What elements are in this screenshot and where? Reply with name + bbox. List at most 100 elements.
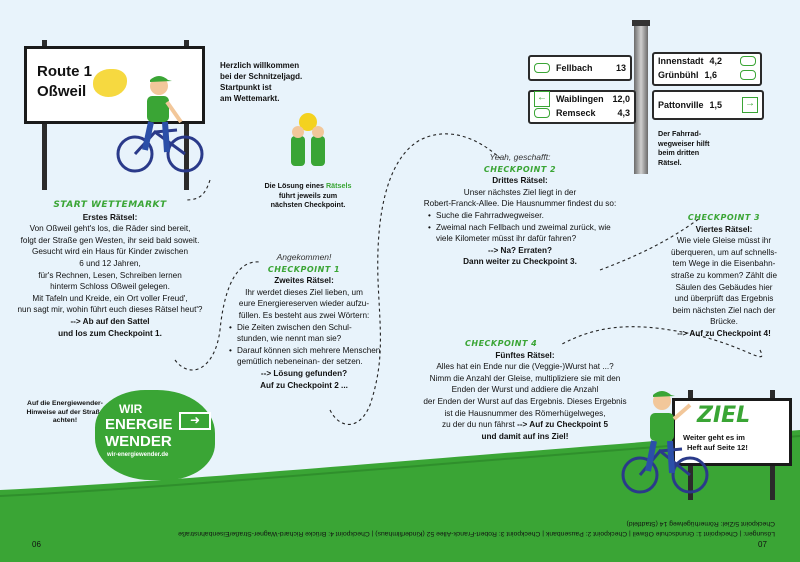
arrow-right-icon: ➜ [179, 412, 211, 430]
riddle-cta: und los zum Checkpoint 1. [58, 328, 162, 338]
riddle-line: überqueren, um auf schnells- [670, 247, 778, 257]
yellow-splash [93, 69, 127, 97]
riddle-cta: Dann weiter zu Checkpoint 3. [463, 257, 577, 267]
welcome-line: bei der Schnitzeljagd. [220, 72, 303, 81]
checkpoint-label: Checkpoint 4 [465, 339, 538, 348]
riddle-line: Gesucht wird ein Haus für Kinder zwische… [31, 247, 189, 257]
energiewender-logo: WIR ENERGIE WENDER wir-energiewender.de … [95, 390, 215, 480]
riddle-line: Brücke. [710, 317, 738, 327]
riddle-cta: --> Auf zu Checkpoint 4! [677, 328, 771, 338]
riddle-line: Mit Tafeln und Kreide, ein Ort voller Fr… [32, 293, 188, 303]
signpost-cap [632, 20, 650, 26]
bike-icon [740, 70, 756, 80]
riddle-bullet: Die Zeiten zwischen den Schul- stunden, … [229, 322, 383, 345]
riddle-bullet: Suche die Fahrradwegweiser. [428, 210, 620, 222]
riddle-title: Erstes Rätsel: [82, 212, 138, 222]
signpost-place: Fellbach [556, 63, 593, 73]
signpost-caption: Der Fahrrad- wegweiser hilft beim dritte… [658, 129, 710, 167]
signpost-km: 4,2 [709, 56, 723, 66]
signpost-sign-waiblingen: ← Waiblingen 12,0 Remseck 4,3 [528, 90, 636, 124]
checkpoint-label: Checkpoint 1 [267, 264, 341, 274]
riddle-bullet: Zweimal nach Fellbach und zweimal zurück… [428, 222, 620, 245]
bike-icon [534, 63, 550, 73]
logo-line-2: ENERGIE [105, 416, 173, 433]
riddle-title: Zweites Rätsel: [274, 276, 334, 286]
handwritten-note: Yeah, geschafft: [489, 152, 551, 162]
solution-note: Die Lösung eines Rätsels führt jeweils z… [258, 181, 358, 210]
riddle-title: Fünftes Rätsel: [495, 350, 555, 360]
riddle-line: zu der du nun fährst [441, 420, 518, 430]
signpost-place: Grünbühl [658, 70, 699, 80]
goal-sign: ZIEL Weiter geht es im Heft auf Seite 12… [672, 398, 792, 466]
riddle-title: Viertes Rätsel: [695, 224, 753, 234]
welcome-text: Herzlich willkommen bei der Schnitzeljag… [220, 60, 302, 104]
riddle-line: 6 und 12 Jahren, [79, 258, 141, 268]
logo-line-1: WIR [119, 402, 143, 416]
signpost-place: Innenstadt [658, 56, 704, 66]
riddle-line: Nimm die Anzahl der Gleise, multiplizier… [429, 373, 621, 383]
signpost-km: 1,5 [709, 100, 723, 110]
checkpoint-label: Checkpoint 3 [687, 213, 761, 222]
riddle-line: für's Rechnen, Lesen, Schreiben lernen [38, 270, 182, 280]
welcome-line: am Wettemarkt. [220, 94, 280, 103]
energy-note-line: achten! [52, 417, 78, 425]
start-section: Start Wettemarkt Erstes Rätsel: Von Oßwe… [10, 200, 210, 339]
route-sign-line2: Oßweil [37, 83, 87, 100]
goal-line: Heft auf Seite 12! [687, 443, 748, 452]
bike-icon [740, 56, 756, 66]
riddle-line: nun sagt mir, wohin führt euch dieses Rä… [17, 305, 203, 315]
arrow-left-icon: ← [534, 91, 550, 107]
signpost-km: 12,0 [612, 94, 630, 104]
route-sign: Route 1 Oßweil [24, 40, 205, 190]
riddle-line: Robert-Franck-Allee. Die Hausnummer find… [423, 199, 617, 209]
signpost-sign-innenstadt: Innenstadt 4,2 Grünbühl 1,6 [652, 52, 762, 86]
energy-note-line: Hinweise auf der Straße [26, 408, 104, 416]
bike-icon [534, 108, 550, 118]
riddle-cta: --> Auf zu Checkpoint 5 [517, 420, 608, 430]
route-sign-board: Route 1 Oßweil [24, 46, 205, 124]
solutions-line: Lösungen: | Checkpoint 1: Grundschule Oß… [178, 530, 775, 537]
riddle-line: Unser nächstes Ziel liegt in der [463, 187, 577, 197]
solution-note-highlight: Rätsels [325, 181, 352, 190]
riddle-line: und überprüft das Ergebnis [674, 294, 774, 304]
energy-note-line: Auf die Energiewender- [27, 400, 103, 407]
goal-line: Weiter geht es im [683, 433, 745, 442]
signpost-km: 13 [615, 63, 626, 73]
riddle-line: ist die Hausnummer des Römerhügelweges, [444, 408, 606, 418]
logo-url: wir-energiewender.de [107, 452, 169, 458]
signpost-km: 4,3 [617, 108, 630, 118]
solution-note-text: Die Lösung eines [264, 181, 326, 190]
cyclist-illustration-right [621, 391, 709, 494]
riddle-cta: --> Ab auf den Sattel [70, 316, 150, 326]
welcome-line: Startpunkt ist [220, 83, 272, 92]
page-number-left: 06 [32, 540, 41, 549]
signpost-place: Waiblingen [556, 94, 604, 104]
riddle-line: eure Energiereserven wieder aufzu- [238, 299, 370, 309]
riddle-line: Wie viele Gleise müsst ihr [676, 236, 772, 246]
riddle-title: Drittes Rätsel: [492, 176, 548, 186]
handwritten-note: Angekommen! [276, 252, 332, 262]
riddle-line: tem Wege in die Eisenbahn- [672, 259, 776, 269]
caption-line: Rätsel. [658, 157, 682, 167]
green-hill [0, 430, 800, 562]
riddle-cta: und damit auf ins Ziel! [481, 431, 569, 441]
route-sign-line1: Route 1 [37, 63, 93, 80]
caption-line: Der Fahrrad- [658, 129, 702, 138]
solutions-line: Checkpoint 5/Ziel: Römerhügelweg 14 (Sta… [626, 520, 775, 527]
cyclist-illustration-left [116, 76, 204, 173]
riddle-line: Ihr werdet dieses Ziel lieben, um [245, 287, 363, 297]
solution-note-line: nächsten Checkpoint. [270, 200, 346, 209]
signpost-place: Pattonville [658, 100, 704, 110]
signpost-pole [634, 24, 648, 174]
solution-note-line: führt jeweils zum [278, 190, 338, 200]
arrow-right-icon: → [742, 97, 758, 113]
solutions-footer: Lösungen: | Checkpoint 1: Grundschule Oß… [95, 508, 775, 538]
riddle-line: der Enden der Wurst auf das Ergebnis. Di… [423, 396, 627, 406]
riddle-line: füllen. Es besteht aus zwei Wörtern: [238, 310, 370, 320]
goal-title: ZIEL [697, 403, 751, 428]
riddle-line: folgt der Straße gen Westen, ihr seid ba… [20, 235, 200, 245]
checkpoint-3-section: Checkpoint 3 Viertes Rätsel: Wie viele G… [660, 212, 788, 340]
riddle-line: Säulen des Gebäudes hier [675, 282, 773, 292]
riddle-cta: Auf zu Checkpoint 2 ... [260, 380, 348, 390]
riddle-line: Von Oßweil geht's los, die Räder sind be… [29, 224, 191, 234]
